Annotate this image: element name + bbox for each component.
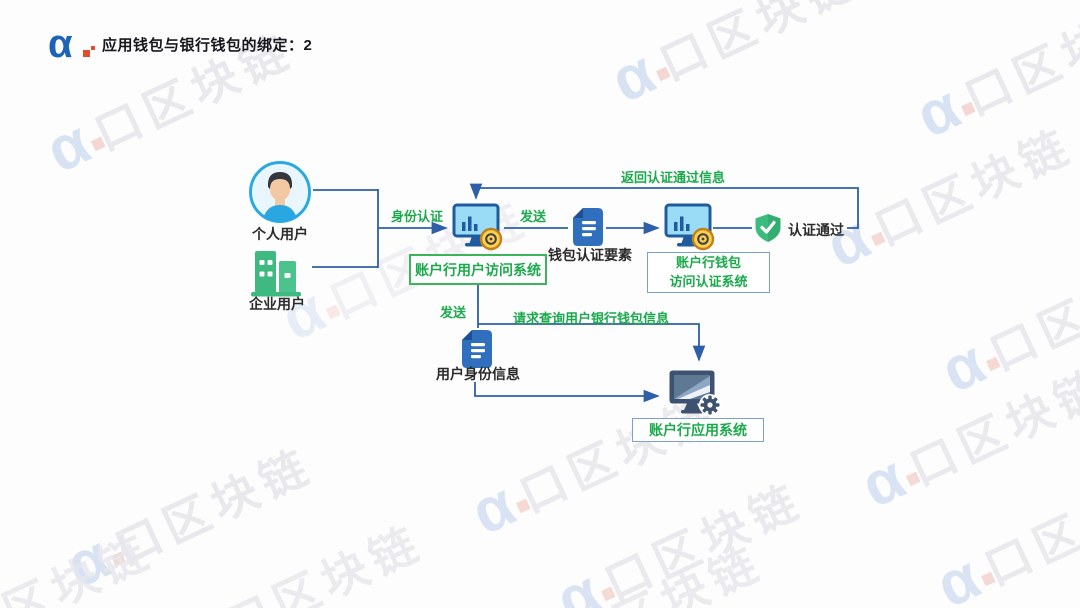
enterprise-user-node bbox=[246, 248, 310, 303]
edge-identityinfo-to-appsys-arrow bbox=[474, 382, 660, 403]
document-icon bbox=[462, 330, 492, 368]
wallet-elements-label: 钱包认证要素 bbox=[548, 247, 632, 263]
app-system-label: 账户行应用系统 bbox=[649, 421, 747, 438]
brand-logo-dot bbox=[83, 50, 90, 57]
person-user-label: 个人用户 bbox=[252, 226, 308, 242]
edge-label-query-request: 请求查询用户银行钱包信息 bbox=[513, 311, 670, 326]
monitor-chart-coin-icon bbox=[452, 203, 503, 251]
wallet-elements-node bbox=[570, 206, 606, 253]
edge-label-send-1: 发送 bbox=[520, 209, 547, 224]
buildings-icon bbox=[251, 251, 301, 297]
identity-info-node bbox=[459, 328, 495, 375]
identity-info-label: 用户身份信息 bbox=[436, 366, 520, 382]
access-system-box: 账户行用户访问系统 bbox=[409, 254, 547, 285]
shield-check-icon bbox=[755, 214, 781, 242]
edge-label-return-info: 返回认证通过信息 bbox=[621, 170, 726, 185]
header: α 应用钱包与银行钱包的绑定：2 bbox=[48, 24, 312, 64]
page-title: 应用钱包与银行钱包的绑定：2 bbox=[102, 36, 313, 54]
wallet-auth-system-label-line2: 访问认证系统 bbox=[669, 273, 748, 289]
edge-return-info-arrow bbox=[469, 183, 859, 229]
wallet-auth-system-label-line1: 账户行钱包 bbox=[675, 254, 741, 270]
monitor-gear-icon bbox=[669, 370, 721, 416]
wallet-auth-system-node bbox=[664, 203, 716, 258]
document-icon bbox=[573, 208, 603, 246]
auth-passed-node bbox=[754, 213, 782, 248]
app-system-box: 账户行应用系统 bbox=[632, 418, 764, 442]
auth-passed-label: 认证通过 bbox=[788, 222, 844, 238]
app-system-node bbox=[668, 369, 722, 422]
enterprise-user-label: 企业用户 bbox=[249, 296, 305, 312]
edge-label-identity-auth: 身份认证 bbox=[391, 209, 444, 224]
person-user-node bbox=[247, 159, 313, 230]
person-avatar-icon bbox=[249, 161, 311, 223]
brand-alpha-glyph: α bbox=[48, 22, 73, 66]
wallet-auth-system-box: 账户行钱包 访问认证系统 bbox=[647, 252, 770, 293]
edge-label-send-2: 发送 bbox=[440, 305, 467, 320]
edge-query-request-arrow bbox=[478, 323, 706, 362]
access-system-node bbox=[452, 203, 504, 258]
brand-logo-dot-small bbox=[91, 46, 95, 50]
brand-logo-icon: α bbox=[48, 22, 95, 66]
monitor-chart-coin-icon bbox=[664, 203, 715, 251]
access-system-label: 账户行用户访问系统 bbox=[415, 261, 541, 278]
